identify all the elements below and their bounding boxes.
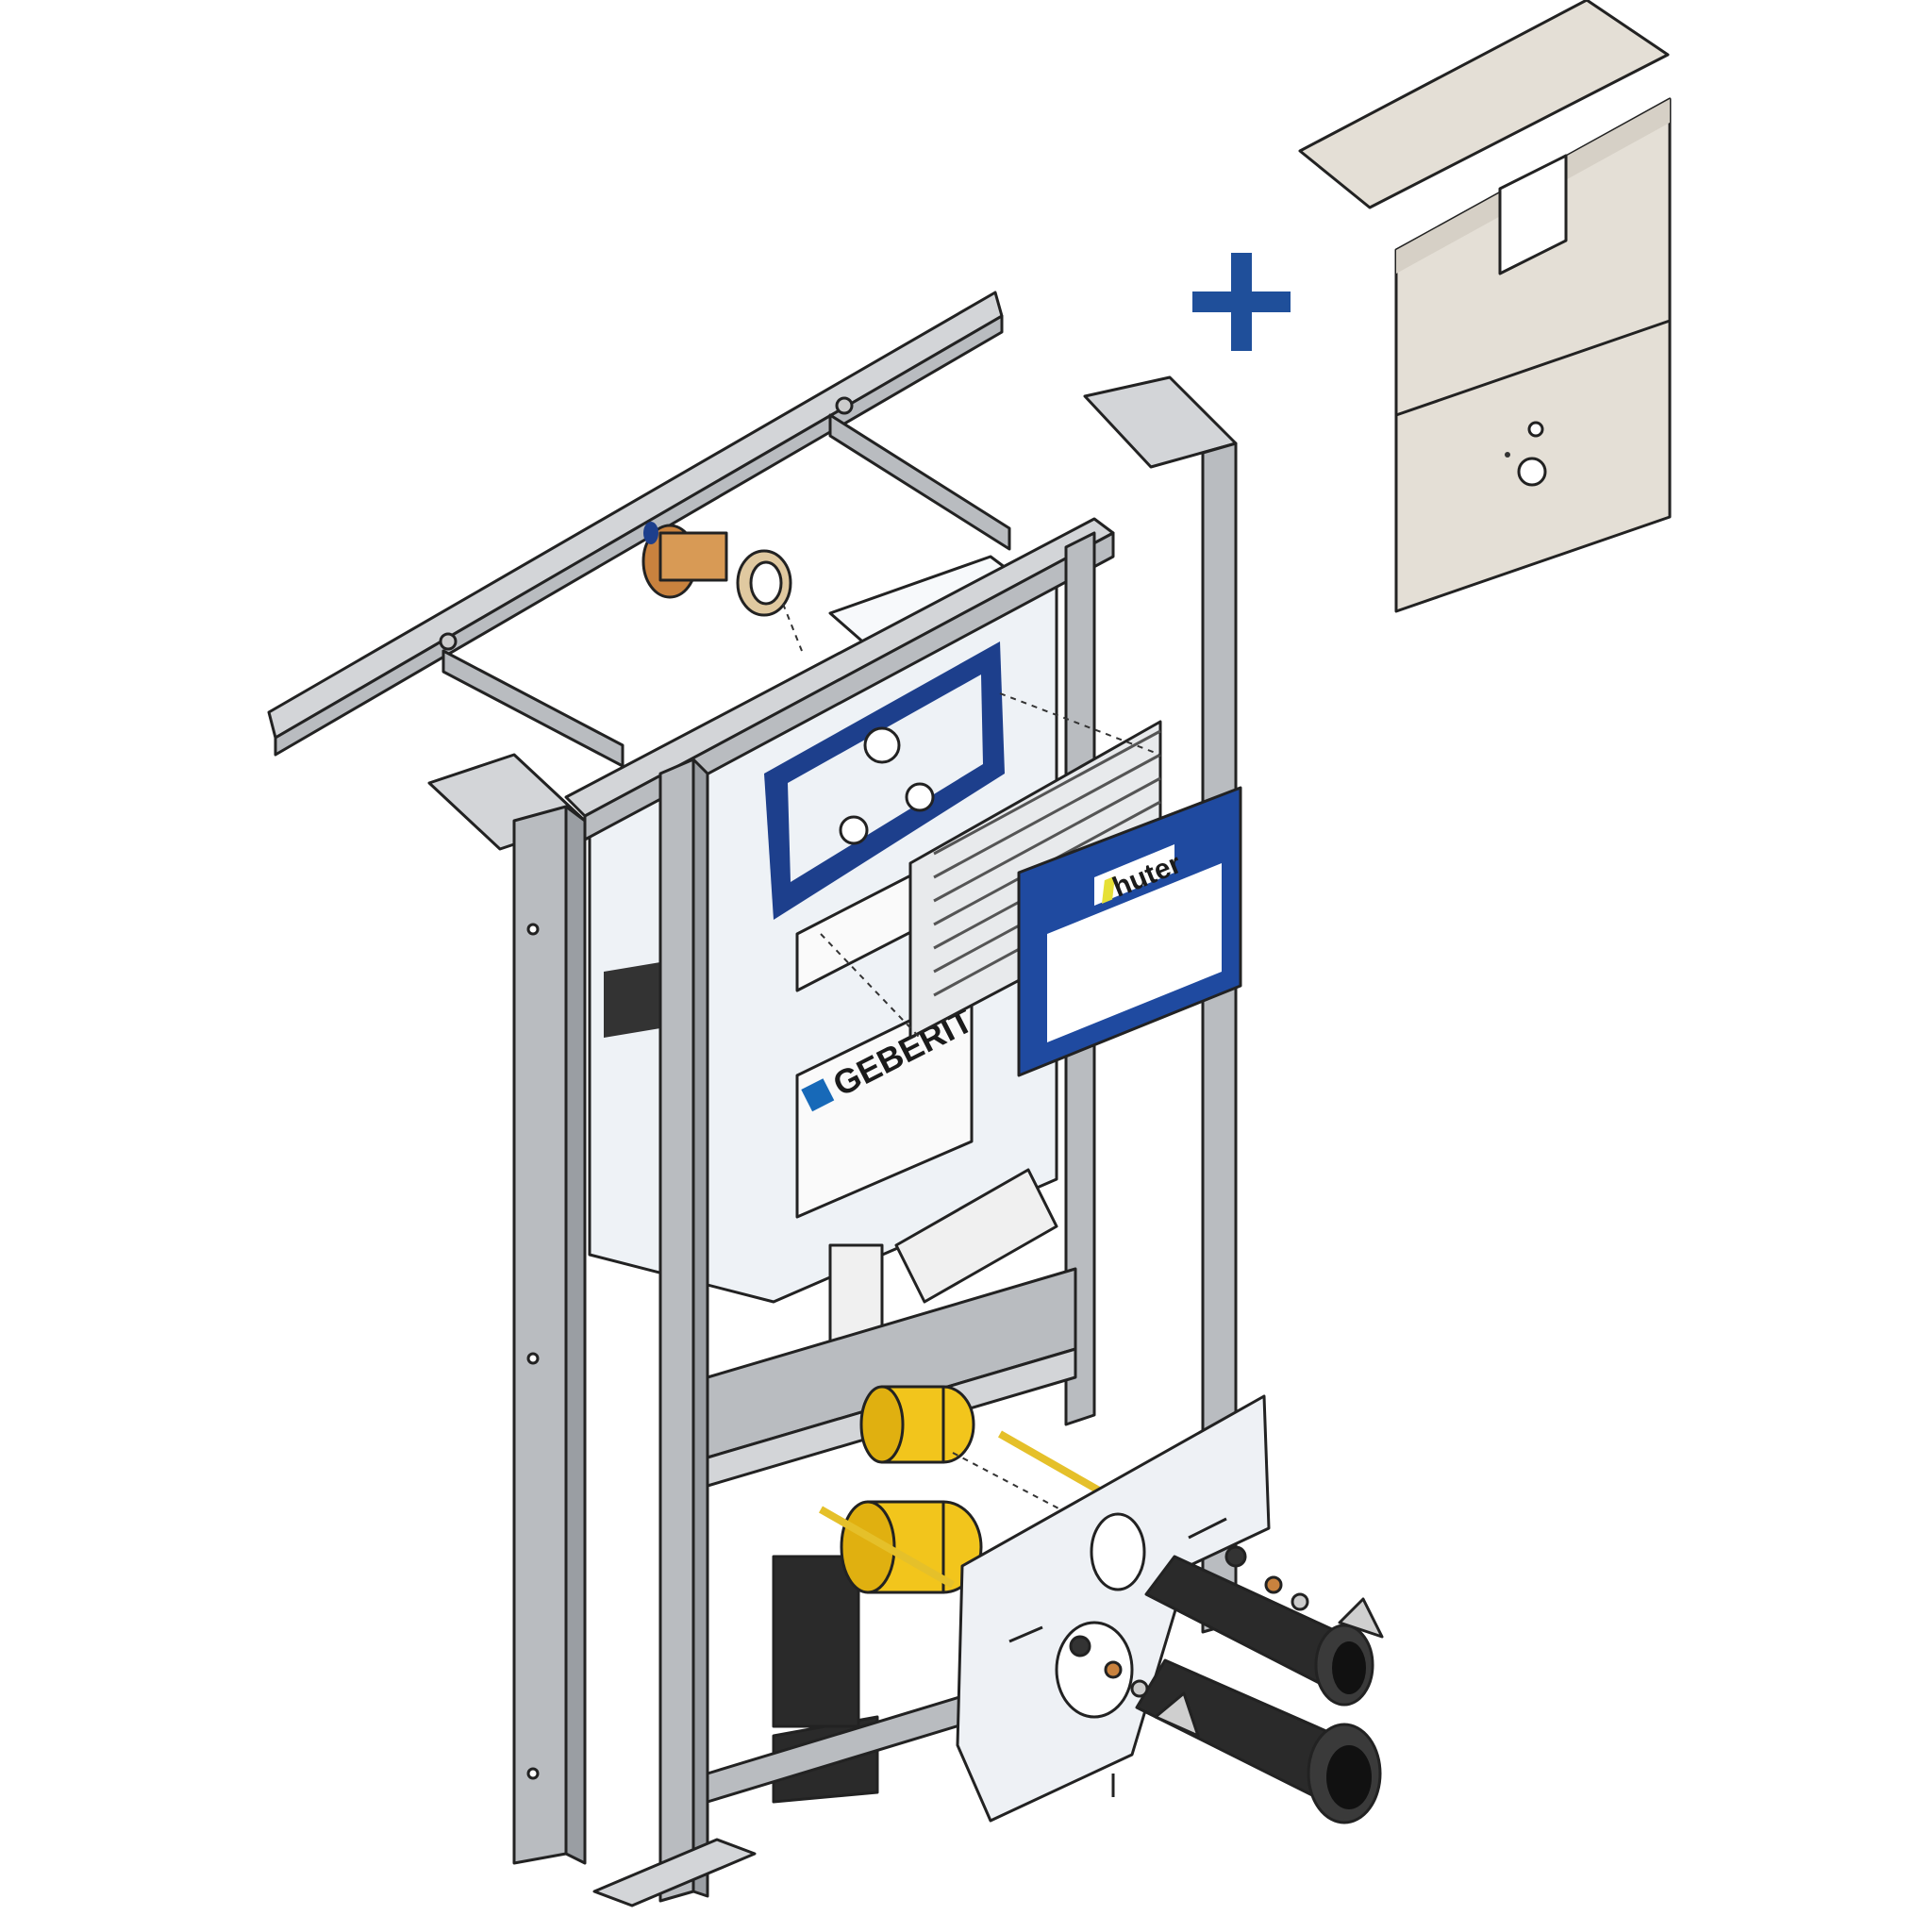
actuator-box: huter [820, 692, 1242, 1077]
connection-pipes [1069, 1545, 1384, 1824]
cover-hole-large [1517, 457, 1547, 487]
cover-window [1498, 154, 1568, 275]
plus-icon [1192, 253, 1291, 351]
water-inlet-connector [641, 522, 803, 652]
top-wall-rail [267, 291, 1011, 768]
cistern: GEBERIT [588, 555, 1058, 1304]
cover-hole-small [1527, 421, 1544, 438]
cover-plate [1298, 0, 1672, 613]
geberit-logo-square [801, 1078, 835, 1112]
